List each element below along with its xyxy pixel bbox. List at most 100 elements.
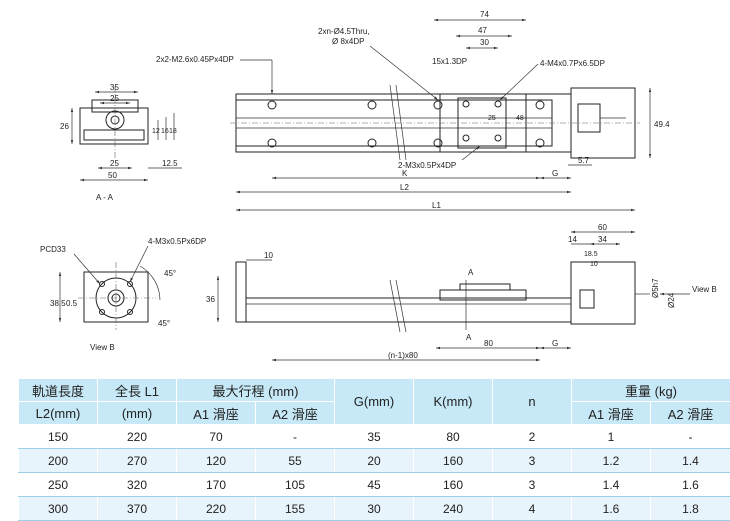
cell-g: 45	[335, 473, 414, 497]
dim-34: 34	[598, 235, 607, 244]
section-mark-top: A	[468, 268, 474, 277]
dim-50: 50	[108, 171, 117, 180]
header-total-length-2: (mm)	[98, 402, 177, 425]
cell-g: 35	[335, 425, 414, 449]
dim-12: 12	[152, 128, 160, 135]
callout-thru-holes-2: Ø 8x4DP	[332, 37, 364, 46]
dim-phi24: Ø24	[667, 292, 676, 308]
header-total-length-1: 全長 L1	[98, 379, 177, 402]
table-row: 300 370 220 155 30 240 4 1.6 1.8	[19, 497, 730, 521]
cell-a2-weight: 1.8	[651, 497, 730, 521]
dim-0-5: 0.5	[66, 299, 78, 308]
cell-a1-weight: 1.6	[572, 497, 651, 521]
dim-80: 80	[484, 339, 493, 348]
view-b-title: View B	[90, 343, 115, 352]
header-weight: 重量 (kg)	[572, 379, 730, 402]
header-k: K(mm)	[414, 379, 493, 425]
header-rail-length-2: L2(mm)	[19, 402, 98, 425]
header-a2-slider: A2 滑座	[256, 402, 335, 425]
dim-pitch: (n-1)x80	[388, 351, 418, 360]
top-view: 2x2-M2.6x0.45Px4DP 2xn-Ø4.5Thru, Ø 8x4DP…	[156, 10, 670, 210]
angle-45-bottom: 45°	[158, 319, 170, 328]
view-b: PCD33 4-M3x0.5Px6DP 45° 45° 38.5 0.5 Vie…	[40, 237, 206, 352]
dim-14: 14	[568, 235, 577, 244]
callout-thru-holes-1: 2xn-Ø4.5Thru,	[318, 27, 370, 36]
dim-10-b: 10	[590, 261, 598, 268]
section-aa-view: 35 25 26 12 16 18 25 50 12.5 A - A	[60, 83, 182, 202]
header-a2-weight: A2 滑座	[651, 402, 730, 425]
dim-phi5h7: Ø5h7	[651, 278, 660, 298]
callout-tap-holes: 2x2-M2.6x0.45Px4DP	[156, 55, 234, 64]
table-row: 200 270 120 55 20 160 3 1.2 1.4	[19, 449, 730, 473]
header-a1-slider: A1 滑座	[177, 402, 256, 425]
header-rail-length-1: 軌道長度	[19, 379, 98, 402]
dim-12-5: 12.5	[162, 159, 178, 168]
cell-l2: 200	[19, 449, 98, 473]
cell-a1-stroke: 220	[177, 497, 256, 521]
dim-26: 26	[60, 122, 69, 131]
callout-counterbore: 15x1.3DP	[432, 57, 467, 66]
cell-l1: 370	[98, 497, 177, 521]
dim-25-carriage: 25	[488, 115, 496, 122]
dim-L1: L1	[432, 201, 441, 210]
cell-a1-weight: 1.4	[572, 473, 651, 497]
callout-carriage-holes: 4-M4x0.7Px6.5DP	[540, 59, 605, 68]
cell-l2: 300	[19, 497, 98, 521]
cell-l1: 270	[98, 449, 177, 473]
dim-47: 47	[478, 26, 487, 35]
table-row: 150 220 70 - 35 80 2 1 -	[19, 425, 730, 449]
cell-a1-stroke: 70	[177, 425, 256, 449]
cell-n: 4	[493, 497, 572, 521]
cell-k: 160	[414, 449, 493, 473]
dim-L2: L2	[400, 183, 409, 192]
cell-n: 3	[493, 473, 572, 497]
cell-n: 2	[493, 425, 572, 449]
header-g: G(mm)	[335, 379, 414, 425]
dim-35: 35	[110, 83, 119, 92]
dim-10: 10	[264, 251, 273, 260]
cell-a1-weight: 1.2	[572, 449, 651, 473]
spec-table: 軌道長度 全長 L1 最大行程 (mm) G(mm) K(mm) n 重量 (k…	[18, 378, 730, 521]
table-row: 250 320 170 105 45 160 3 1.4 1.6	[19, 473, 730, 497]
dim-30: 30	[480, 38, 489, 47]
cell-a2-weight: 1.4	[651, 449, 730, 473]
cell-a2-stroke: 105	[256, 473, 335, 497]
dim-5-7: 5.7	[578, 156, 590, 165]
section-mark-bottom: A	[466, 333, 472, 342]
dim-18: 18	[169, 128, 177, 135]
cell-l2: 250	[19, 473, 98, 497]
cell-n: 3	[493, 449, 572, 473]
technical-drawing: 35 25 26 12 16 18 25 50 12.5 A - A	[0, 0, 730, 378]
header-a1-weight: A1 滑座	[572, 402, 651, 425]
dim-36: 36	[206, 295, 215, 304]
cell-l1: 320	[98, 473, 177, 497]
view-b-pcd: PCD33	[40, 245, 66, 254]
cell-g: 20	[335, 449, 414, 473]
cell-a1-stroke: 120	[177, 449, 256, 473]
cell-a2-weight: 1.6	[651, 473, 730, 497]
cell-a1-weight: 1	[572, 425, 651, 449]
dim-48: 48	[516, 115, 524, 122]
header-n: n	[493, 379, 572, 425]
cell-g: 30	[335, 497, 414, 521]
section-aa-title: A - A	[96, 193, 114, 202]
dim-G: G	[552, 169, 558, 178]
cell-l2: 150	[19, 425, 98, 449]
side-view-b-label: View B	[692, 285, 717, 294]
cell-a2-stroke: -	[256, 425, 335, 449]
dim-18-5: 18.5	[584, 251, 598, 258]
cell-a2-weight: -	[651, 425, 730, 449]
header-max-stroke: 最大行程 (mm)	[177, 379, 335, 402]
cell-k: 240	[414, 497, 493, 521]
angle-45-top: 45°	[164, 269, 176, 278]
side-view: 36 10 60 14 34 18.5 10 Ø5h7 Ø24 View B A…	[206, 223, 717, 360]
cell-k: 160	[414, 473, 493, 497]
dim-60: 60	[598, 223, 607, 232]
cell-a1-stroke: 170	[177, 473, 256, 497]
view-b-holes: 4-M3x0.5Px6DP	[148, 237, 206, 246]
dim-25-bottom: 25	[110, 159, 119, 168]
cell-k: 80	[414, 425, 493, 449]
cell-a2-stroke: 155	[256, 497, 335, 521]
dim-74: 74	[480, 10, 489, 19]
cell-a2-stroke: 55	[256, 449, 335, 473]
